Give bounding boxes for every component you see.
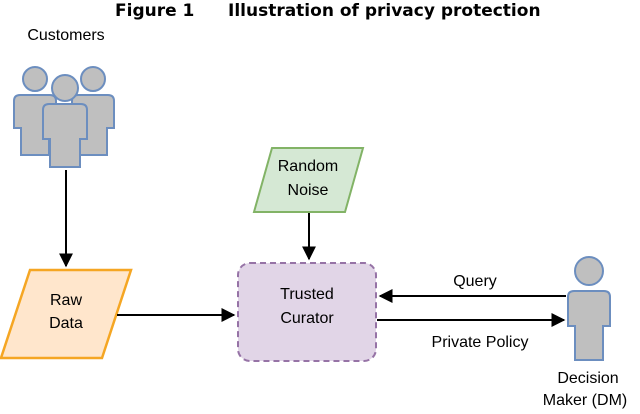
decision-maker-label-line1: Decision — [557, 370, 619, 387]
decision-maker-label-line2: Maker (DM) — [542, 392, 628, 409]
trusted-curator-label-line1: Trusted — [280, 286, 334, 303]
raw-data-label-line1: Raw — [49, 292, 82, 309]
query-label: Query — [453, 273, 497, 290]
trusted-curator-label-line2: Curator — [280, 310, 334, 327]
private-policy-label: Private Policy — [431, 334, 529, 351]
customers-icon — [13, 66, 115, 168]
raw-data-node — [0, 268, 133, 360]
raw-data-label-line2: Data — [49, 315, 83, 332]
random-noise-label-line2: Noise — [287, 182, 329, 199]
figure-title: Figure 1 Illustration of privacy protect… — [0, 0, 640, 24]
figure-number: Figure 1 — [115, 1, 195, 21]
customers-label: Customers — [27, 27, 105, 44]
trusted-curator-node — [237, 262, 377, 362]
decision-maker-icon — [567, 256, 611, 361]
random-noise-node — [252, 147, 365, 213]
random-noise-label-line1: Random — [277, 158, 339, 175]
figure-caption: Illustration of privacy protection — [228, 1, 541, 21]
